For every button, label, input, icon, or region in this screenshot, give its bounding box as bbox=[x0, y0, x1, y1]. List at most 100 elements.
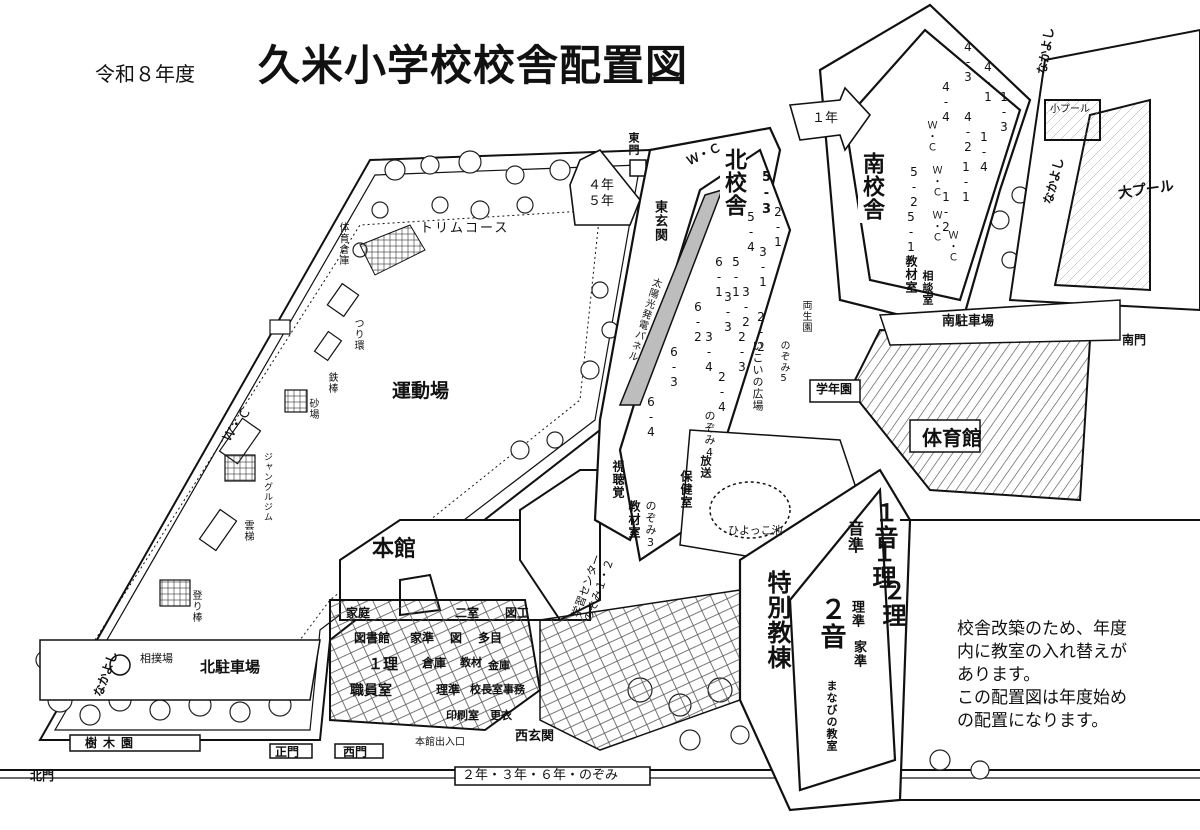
south-callout: １年 bbox=[812, 111, 839, 126]
west-gate: 西門 bbox=[343, 745, 368, 759]
south-room-6: 1-1 bbox=[959, 160, 973, 205]
honkan-room-9: 教材 bbox=[460, 656, 482, 669]
bar-label: 鉄棒 bbox=[326, 372, 337, 394]
honkan-room-8: 倉庫 bbox=[422, 656, 447, 670]
honkan-room-12: 理準 bbox=[436, 683, 461, 697]
north-room-5-1: 5-1 bbox=[729, 255, 743, 300]
pool-area bbox=[1008, 28, 1200, 312]
south-parking-lane bbox=[878, 299, 1121, 346]
east-gate: 東門 bbox=[627, 132, 640, 156]
honkan-name: 本館 bbox=[372, 537, 417, 562]
north-row1: 5-3 bbox=[759, 170, 774, 218]
gate-marks bbox=[269, 159, 647, 759]
callout-arrows bbox=[454, 86, 872, 786]
south-room-2: 4-2 bbox=[961, 110, 975, 155]
note-line: あります。 bbox=[957, 664, 1041, 685]
north-building-name: 北校舎 bbox=[720, 146, 746, 219]
special-room-2: ２音 bbox=[816, 596, 846, 650]
special-room-7: まなびの教室 bbox=[825, 680, 838, 752]
south-room-3: 4-1 bbox=[981, 60, 995, 105]
north-room-6-1: 6-1 bbox=[712, 255, 726, 300]
gym-label: 体育館 bbox=[922, 426, 982, 450]
room: 5-3 bbox=[759, 170, 774, 218]
map-title: 久米小学校校舎配置図 bbox=[258, 41, 689, 90]
gakunen-en-label: 学年園 bbox=[816, 382, 853, 396]
south-mid-2: Ｗ・Ｃ bbox=[925, 120, 936, 153]
honkan-room-7: １理 bbox=[368, 655, 399, 673]
north-room-5-4: 5-4 bbox=[744, 210, 758, 255]
honkan-room-6: 多目 bbox=[478, 631, 503, 645]
south-gate: 南門 bbox=[1122, 333, 1147, 347]
honkan-room-5: 図 bbox=[450, 631, 463, 645]
trim-course-label: トリムコース bbox=[420, 221, 510, 236]
garden-strip bbox=[69, 734, 201, 752]
north-room-2-1: 2-1 bbox=[771, 205, 785, 250]
north-room-3-2: 3-2 bbox=[739, 285, 753, 330]
north-room-2-3: 2-3 bbox=[735, 330, 749, 375]
note-line: の配置になります。 bbox=[957, 710, 1109, 731]
north-building bbox=[593, 126, 792, 562]
main-gate: 正門 bbox=[275, 745, 300, 759]
special-room-6: 家準 bbox=[851, 640, 866, 668]
honkan-room-4: 家準 bbox=[410, 631, 435, 645]
south-mid-5: Ｗ・Ｃ bbox=[946, 230, 957, 263]
climbing-pole-label: 登り棒 bbox=[190, 590, 201, 623]
central-court bbox=[539, 589, 741, 751]
north-parking-area bbox=[39, 639, 321, 701]
special-room-4: ２理 bbox=[878, 578, 906, 628]
note-line: 内に教室の入れ替えが bbox=[957, 641, 1127, 662]
south-building bbox=[818, 3, 1032, 332]
south-room-5: 1-4 bbox=[977, 130, 991, 175]
playground-label: 運動場 bbox=[392, 380, 450, 402]
special-room-5: 理準 bbox=[849, 600, 864, 628]
special-room-0: １音 bbox=[870, 500, 898, 550]
special-building bbox=[738, 468, 912, 812]
note-line: この配置図は年度始め bbox=[957, 687, 1127, 708]
east-boundary bbox=[900, 519, 1200, 801]
south-parking-label: 南駐車場 bbox=[942, 314, 995, 329]
west-entrance: 西玄関 bbox=[515, 729, 555, 744]
pond-label: ひよっこ池 bbox=[728, 524, 783, 537]
north-room-6-4: 6-4 bbox=[644, 395, 658, 440]
north-room-3-1: 3-1 bbox=[756, 245, 770, 290]
north-lower-room-3: 教材室 bbox=[627, 500, 641, 539]
honkan-room-11: 職員室 bbox=[350, 683, 392, 699]
equipment bbox=[159, 282, 360, 607]
north-lower-room-5: 放送 bbox=[699, 455, 712, 479]
east-entrance: 東玄関 bbox=[652, 200, 667, 242]
rings-label: つり環 bbox=[352, 318, 363, 351]
south-mid-4: Ｗ・Ｃ bbox=[930, 210, 941, 243]
south-mid-0: 5-2 bbox=[907, 165, 921, 210]
gym-building bbox=[848, 328, 1092, 502]
monkey-bars-label: 雲梯 bbox=[242, 520, 253, 542]
year-label: 令和８年度 bbox=[95, 62, 195, 86]
north-room-2-4: 2-4 bbox=[715, 370, 729, 415]
north-room-6-2: 6-2 bbox=[691, 300, 705, 345]
south-room-7: 1-2 bbox=[939, 190, 953, 235]
honkan-room-3: 図書館 bbox=[354, 631, 391, 645]
special-room-1: 音準 bbox=[845, 520, 864, 554]
north-nozomi4: のぞみ4 bbox=[703, 410, 716, 460]
north-room-2-2: 2-2 bbox=[754, 310, 768, 355]
honkan-entrance: 本館出入口 bbox=[415, 737, 465, 748]
north-nozomi5: のぞみ5 bbox=[778, 340, 789, 385]
honkan-room-13: 校長室 bbox=[470, 683, 503, 696]
south-bottom-1: 相談室 bbox=[921, 270, 934, 306]
special-room-3: １理 bbox=[868, 540, 896, 590]
small-pool-label: 小プール bbox=[1050, 104, 1090, 115]
south-building-name: 南校舎 bbox=[858, 150, 884, 223]
honkan-room-0: 家庭 bbox=[346, 606, 371, 620]
honkan-building bbox=[329, 469, 601, 732]
north-room-3-3: 3-3 bbox=[721, 290, 735, 335]
east-callout: ４年 ５年 bbox=[588, 178, 615, 209]
plaza-label: いこいの広場 bbox=[751, 340, 764, 412]
honkan-room-16: 更衣 bbox=[490, 709, 512, 722]
sumo-label: 相撲場 bbox=[140, 652, 173, 665]
honkan-room-15: 印刷室 bbox=[446, 709, 479, 722]
south-mid-1: 5-1 bbox=[904, 210, 918, 255]
west-callout: ２年・３年・６年・のぞみ bbox=[462, 768, 619, 783]
honkan-room-10: 金庫 bbox=[488, 659, 510, 672]
note-line: 校舎改築のため、年度 bbox=[957, 619, 1127, 639]
